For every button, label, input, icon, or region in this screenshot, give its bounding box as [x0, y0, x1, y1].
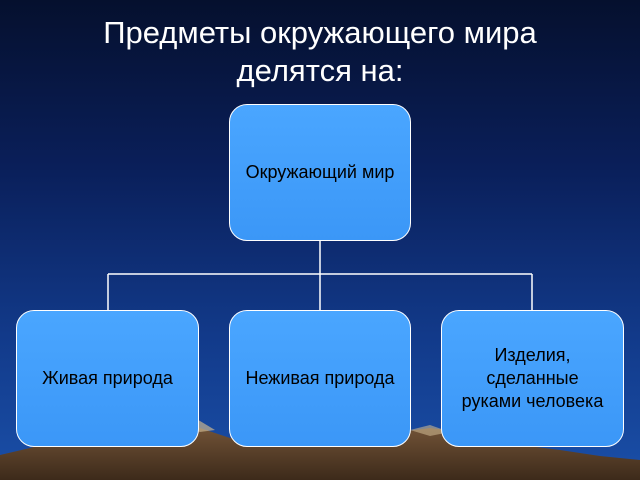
- node-living-nature: Живая природа: [16, 310, 199, 447]
- node-label: Изделия, сделанные руками человека: [461, 345, 604, 411]
- node-label: Живая природа: [42, 368, 173, 388]
- node-nonliving-nature: Неживая природа: [229, 310, 411, 447]
- node-root-surrounding-world: Окружающий мир: [229, 104, 411, 241]
- node-man-made-products: Изделия, сделанные руками человека: [441, 310, 624, 447]
- node-label: Окружающий мир: [245, 162, 395, 182]
- node-label: Неживая природа: [245, 368, 395, 388]
- slide-title: Предметы окружающего мира делятся на:: [103, 15, 537, 88]
